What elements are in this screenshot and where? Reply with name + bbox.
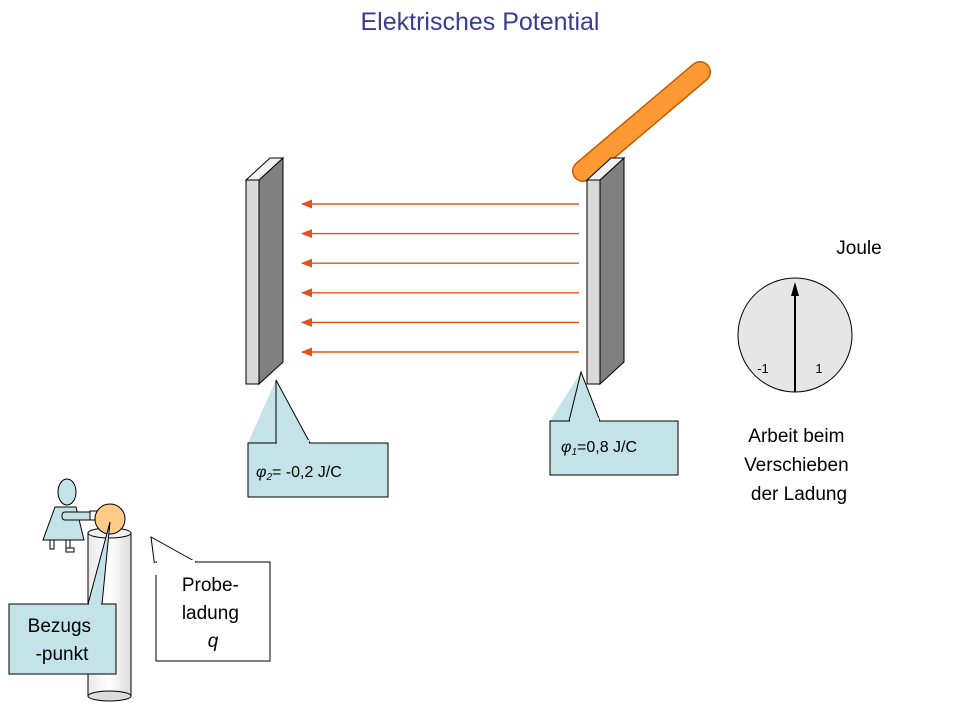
reference-callout: Bezugs -punkt — [8, 521, 117, 675]
phi1-label: φ1=0,8 J/C — [561, 439, 637, 458]
person-arm — [61, 511, 95, 521]
probe-label: Probe- ladung q — [182, 575, 244, 652]
meter-max-label: 1 — [815, 361, 822, 376]
phi1-callout: φ1=0,8 J/C — [549, 370, 679, 476]
meter-caption: Arbeit beim Verschieben der Ladung — [744, 426, 854, 505]
left-plate — [244, 156, 285, 386]
probe-label-symbol: q — [208, 631, 219, 652]
connecting-rod-fill — [573, 62, 710, 181]
right-plate — [585, 156, 626, 386]
probe-charge — [94, 503, 126, 535]
meter-min-label: -1 — [757, 361, 769, 376]
meter-needle-tip — [791, 282, 799, 296]
reference-label-line: Bezugs — [28, 616, 91, 637]
meter-caption-line: der Ladung — [751, 484, 847, 505]
phi1-value: =0,8 J/C — [577, 439, 637, 456]
person-head — [57, 478, 77, 506]
phi2-subscript: 2 — [265, 472, 272, 483]
probe-label-line: Probe- — [182, 575, 239, 596]
reference-label: Bezugs -punkt — [28, 616, 97, 665]
meter-unit: Joule — [836, 238, 881, 259]
phi2-label: φ2= -0,2 J/C — [256, 464, 342, 483]
phi1-symbol: φ — [561, 439, 571, 456]
meter-caption-line: Arbeit beim — [748, 426, 844, 447]
phi2-value: = -0,2 J/C — [272, 464, 342, 481]
work-meter: Joule -1 1 Arbeit beim Verschieben der L… — [737, 238, 882, 505]
field-arrows — [300, 199, 579, 357]
probe-label-line: ladung — [182, 603, 239, 624]
probe-callout: Probe- ladung q — [150, 536, 271, 662]
phi2-callout: φ2= -0,2 J/C — [247, 379, 389, 498]
person-figure — [42, 478, 100, 553]
reference-label-line: -punkt — [36, 644, 90, 665]
meter-caption-line: Verschieben — [744, 455, 849, 476]
phi2-symbol: φ — [256, 464, 266, 481]
page-title: Elektrisches Potential — [360, 8, 599, 36]
phi1-subscript: 1 — [571, 447, 577, 458]
